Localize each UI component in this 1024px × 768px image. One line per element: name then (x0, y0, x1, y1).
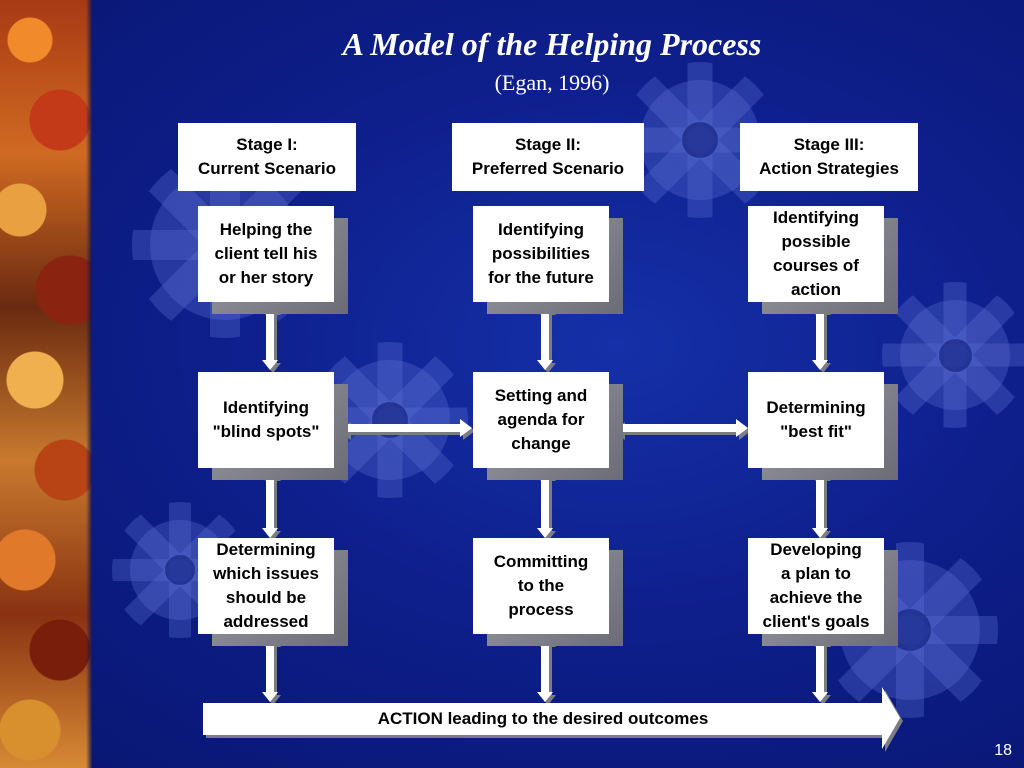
step-box-col1-row2: Identifying "blind spots" (198, 372, 348, 480)
step-box-col1-row1: Helping the client tell his or her story (198, 206, 348, 314)
box-face: Identifying possibilities for the future (473, 206, 609, 302)
box-text-line: Identifying (498, 220, 584, 239)
stage-2-line2: Preferred Scenario (471, 159, 625, 178)
double-arrow-vertical (537, 634, 553, 702)
double-arrow-vertical (262, 634, 278, 702)
box-text-line: a plan to (781, 564, 851, 583)
box-text-line: which issues (213, 564, 319, 583)
box-text-line: "blind spots" (212, 422, 320, 441)
stage-1-line2: Current Scenario (198, 159, 336, 178)
box-text-line: "best fit" (780, 422, 852, 441)
box-face: Identifying "blind spots" (198, 372, 334, 468)
box-text-line: achieve the (769, 588, 863, 607)
box-text-line: change (511, 434, 571, 453)
background-gear-icon (882, 282, 1024, 428)
box-text-line: Determining (766, 398, 866, 417)
stage-header-3: Stage III: Action Strategies (740, 123, 918, 191)
box-text-line: for the future (488, 268, 594, 287)
box-text-line: Identifying (773, 208, 859, 227)
box-text-line: action (790, 280, 842, 299)
background-gear-icon (622, 62, 778, 218)
stage-header-1: Stage I: Current Scenario (178, 123, 356, 191)
step-box-col1-row3: Determining which issues should be addre… (198, 538, 348, 646)
box-text-line: possible (781, 232, 851, 251)
box-text-line: client's goals (762, 612, 870, 631)
double-arrow-horizontal (610, 419, 748, 437)
action-bar-label: ACTION leading to the desired outcomes (377, 709, 709, 728)
box-face: Developing a plan to achieve the client'… (748, 538, 884, 634)
step-box-col3-row2: Determining "best fit" (748, 372, 898, 480)
stage-1-line1: Stage I: (236, 135, 298, 154)
step-box-col2-row3: Committing to the process (473, 538, 623, 646)
double-arrow-horizontal (336, 419, 472, 437)
box-face: Helping the client tell his or her story (198, 206, 334, 302)
box-text-line: Determining (216, 540, 316, 559)
double-arrow-vertical (262, 302, 278, 370)
slide-subtitle: (Egan, 1996) (494, 70, 610, 95)
stage-3-line1: Stage III: (793, 135, 865, 154)
box-text-line: or her story (218, 268, 314, 287)
box-face: Determining "best fit" (748, 372, 884, 468)
box-text-line: agenda for (497, 410, 585, 429)
action-bar-arrow (203, 687, 900, 749)
slide-title: A Model of the Helping Process (342, 26, 762, 62)
stage-2-line1: Stage II: (514, 135, 582, 154)
step-box-col3-row3: Developing a plan to achieve the client'… (748, 538, 898, 646)
box-face: Committing to the process (473, 538, 609, 634)
page-number: 18 (994, 742, 1012, 759)
box-text-line: to the (517, 576, 565, 595)
step-box-col2-row1: Identifying possibilities for the future (473, 206, 623, 314)
box-text-line: possibilities (491, 244, 591, 263)
box-text-line: addressed (223, 612, 309, 631)
step-box-col3-row1: Identifying possible courses of action (748, 206, 898, 314)
box-text-line: client tell his (214, 244, 318, 263)
box-face: Identifying possible courses of action (748, 206, 884, 302)
double-arrow-vertical (537, 468, 553, 538)
box-text-line: process (508, 600, 574, 619)
box-text-line: Developing (770, 540, 862, 559)
box-text-line: Setting and (494, 386, 588, 405)
double-arrow-vertical (812, 634, 828, 702)
box-text-line: Helping the (219, 220, 313, 239)
stage-header-2: Stage II: Preferred Scenario (452, 123, 644, 191)
double-arrow-vertical (812, 302, 828, 370)
box-text-line: courses of (773, 256, 859, 275)
box-face: Setting and agenda for change (473, 372, 609, 468)
double-arrow-vertical (537, 302, 553, 370)
step-box-col2-row2: Setting and agenda for change (473, 372, 623, 480)
double-arrow-vertical (262, 468, 278, 538)
box-text-line: Committing (493, 552, 589, 571)
stage-3-line2: Action Strategies (759, 159, 899, 178)
double-arrow-vertical (812, 468, 828, 538)
box-text-line: Identifying (223, 398, 309, 417)
decorative-left-strip (0, 0, 92, 768)
box-face: Determining which issues should be addre… (198, 538, 334, 634)
box-text-line: should be (225, 588, 307, 607)
